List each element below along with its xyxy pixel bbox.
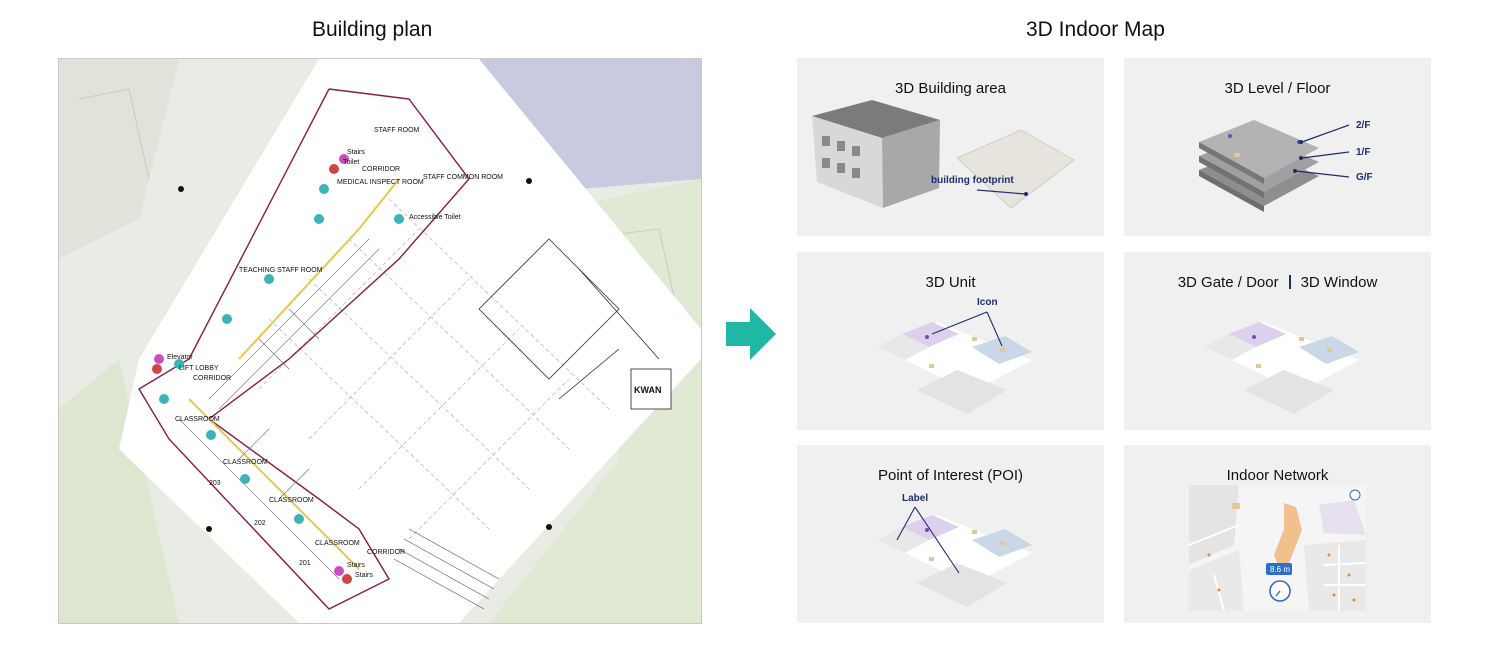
indoor-network-illustration xyxy=(1188,485,1367,612)
room-label: MEDICAL INSPECT ROOM xyxy=(337,179,424,186)
tile-3d-building-area: 3D Building area building footprint xyxy=(797,58,1104,236)
gate-window-illustration xyxy=(1204,322,1359,414)
room-label: 203 xyxy=(209,480,221,487)
tile-title: Indoor Network xyxy=(1226,467,1329,484)
room-label: CLASSROOM xyxy=(175,416,220,423)
room-label: CLASSROOM xyxy=(269,497,314,504)
building-plan-image: KWAN STAFF ROOM Stairs Toilet CORRIDOR M… xyxy=(58,58,702,624)
tile-indoor-network: Indoor Network 8.6 m xyxy=(1124,445,1431,623)
building-block-illustration xyxy=(812,100,1075,209)
level-label: 2/F xyxy=(1356,120,1371,131)
room-label: 201 xyxy=(299,560,311,567)
room-label: Toilet xyxy=(343,159,359,166)
icon-label: Icon xyxy=(977,297,998,308)
tile-title: 3D Unit xyxy=(925,274,976,291)
tile-point-of-interest: Point of Interest (POI) Label xyxy=(797,445,1104,623)
room-label: 202 xyxy=(254,520,266,527)
room-label: STAFF COMMON ROOM xyxy=(423,174,503,181)
room-label: Elevator xyxy=(167,354,193,361)
room-label: STAFF ROOM xyxy=(374,127,420,134)
room-label: CORRIDOR xyxy=(367,549,405,556)
stamp-label: KWAN xyxy=(634,385,662,395)
tile-3d-unit: 3D Unit Icon xyxy=(797,252,1104,430)
room-label: Accessible Toilet xyxy=(409,214,461,221)
right-arrow-icon xyxy=(726,306,778,367)
room-label: CORRIDOR xyxy=(193,375,231,382)
tile-title: Point of Interest (POI) xyxy=(877,467,1024,484)
building-plan-title: Building plan xyxy=(312,18,433,41)
tile-title: 3D Level / Floor xyxy=(1224,80,1331,97)
indoor-map-title: 3D Indoor Map xyxy=(1026,18,1165,41)
tile-3d-level-floor: 3D Level / Floor 2/F 1/F G/F xyxy=(1124,58,1431,236)
unit-floor-illustration xyxy=(877,311,1032,414)
room-label: CORRIDOR xyxy=(362,166,400,173)
room-label: CLASSROOM xyxy=(315,540,360,547)
tile-3d-gate-window: 3D Gate / Door 3D Window xyxy=(1124,252,1431,430)
tile-title: 3D Building area xyxy=(895,80,1006,97)
tile-title-gate: 3D Gate / Door xyxy=(1177,274,1279,291)
stacked-levels-illustration xyxy=(1199,120,1350,212)
level-label: 1/F xyxy=(1356,147,1371,158)
title-separator xyxy=(1288,275,1291,289)
room-label: CLASSROOM xyxy=(223,459,268,466)
label-annotation: Label xyxy=(902,493,929,504)
tile-title-window: 3D Window xyxy=(1300,274,1378,291)
building-footprint-label: building footprint xyxy=(931,175,1014,186)
distance-label: 8.6 m xyxy=(1270,565,1291,574)
room-label: Stairs xyxy=(347,149,365,156)
poi-illustration xyxy=(877,506,1032,607)
room-label: Stairs xyxy=(347,562,365,569)
room-label: Stairs xyxy=(355,572,373,579)
room-label: LIFT LOBBY xyxy=(179,365,219,372)
room-label: TEACHING STAFF ROOM xyxy=(239,267,323,274)
tile-title: 3D Gate / Door 3D Window xyxy=(1124,274,1431,291)
level-label: G/F xyxy=(1356,172,1373,183)
